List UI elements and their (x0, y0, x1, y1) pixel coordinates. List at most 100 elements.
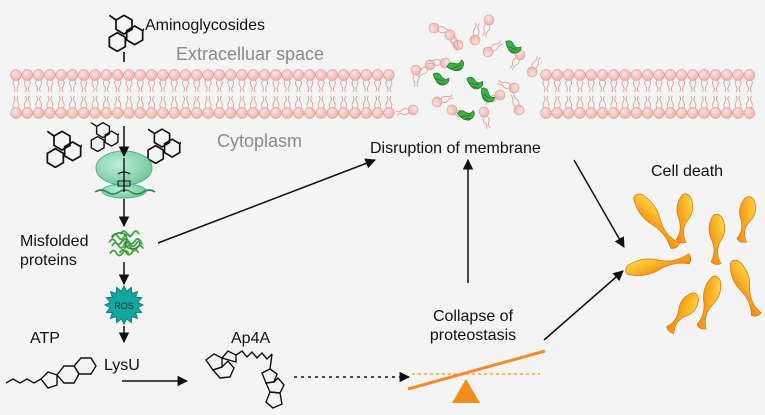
lipid (360, 69, 372, 93)
loose-lipid (482, 14, 495, 38)
lipid (179, 69, 192, 93)
lipid (687, 69, 699, 93)
lipid (281, 69, 293, 93)
loose-lipid (469, 22, 481, 46)
loose-lipid (416, 59, 436, 79)
disrupted-membrane-region (395, 14, 541, 130)
lipid (21, 95, 33, 119)
lipid (292, 95, 305, 119)
lipid (540, 69, 552, 93)
lipid (326, 95, 339, 119)
misfolded-label-line1: Misfolded (20, 233, 89, 250)
lipid (360, 95, 372, 119)
lipid (562, 95, 575, 119)
lipid (236, 95, 248, 119)
lipid (338, 95, 350, 119)
lipid (270, 69, 282, 93)
lipid (608, 95, 620, 119)
lipid (66, 95, 79, 119)
lipid (619, 69, 631, 93)
lipid (225, 69, 237, 93)
lipid (281, 95, 293, 119)
lipid (732, 69, 744, 93)
lipid (236, 69, 248, 93)
lipid (10, 95, 22, 119)
membrane-protein (505, 40, 522, 54)
loose-lipid (497, 80, 520, 94)
lipid (732, 95, 744, 119)
ros-burst-icon (103, 284, 145, 326)
dead-cell-icon (696, 275, 722, 330)
lipid (258, 69, 271, 93)
lipid (383, 95, 395, 119)
lipid (55, 69, 67, 93)
lipid (89, 95, 101, 119)
lipid (179, 95, 192, 119)
dead-cell-icon (633, 193, 681, 249)
membrane-protein (456, 109, 475, 121)
lipid (596, 69, 609, 93)
loose-lipid (510, 93, 525, 116)
dead-cell-icon (675, 193, 694, 244)
lipid (225, 95, 237, 119)
lipid (78, 69, 90, 93)
membrane-protein (466, 76, 484, 90)
ros-label: ROS (114, 301, 134, 311)
membrane-protein (481, 87, 496, 103)
dead-cells-cluster (625, 193, 762, 335)
lipid (664, 95, 676, 119)
lipid (653, 95, 665, 119)
ap4a-label: Ap4A (231, 330, 271, 347)
lipid (111, 69, 124, 93)
lipid (338, 69, 350, 93)
loose-lipid (482, 40, 504, 58)
lipid (371, 69, 384, 93)
loose-lipid (444, 29, 461, 51)
cell-membrane (10, 69, 756, 119)
aminoglycoside-molecule-left (46, 130, 82, 168)
membrane-protein (432, 72, 450, 86)
lipid (641, 95, 654, 119)
lipid (721, 95, 733, 119)
aminoglycosides-label: Aminoglycosides (145, 17, 266, 34)
lipid (247, 95, 260, 119)
lipid (562, 69, 575, 93)
misfolded-protein-icon (108, 230, 144, 257)
dead-cell-icon (666, 292, 699, 335)
lipid (698, 69, 710, 93)
lipid (145, 69, 158, 93)
lipid (585, 69, 597, 93)
loose-lipid (428, 22, 452, 34)
disruption-of-membrane-label: Disruption of membrane (370, 140, 541, 157)
lipid (44, 69, 56, 93)
lipid (292, 69, 305, 93)
dead-cell-icon (729, 259, 762, 317)
lipid (32, 69, 45, 93)
ap4a-structure (205, 350, 285, 409)
lipid (202, 95, 214, 119)
cell-death-label: Cell death (651, 163, 724, 180)
proteostasis-balance-icon (407, 349, 546, 403)
dead-cell-icon (708, 213, 726, 265)
lipid (698, 95, 710, 119)
lipid (608, 69, 620, 93)
ribosome-icon (94, 150, 156, 199)
lysu-label: LysU (104, 357, 140, 374)
aminoglycoside-molecule-top (108, 14, 144, 62)
lipid (134, 69, 147, 93)
dead-cell-icon (736, 196, 756, 243)
lipid (585, 95, 597, 119)
lipid (721, 69, 733, 93)
lipid (574, 95, 586, 119)
misfolded-label-line2: proteins (20, 252, 77, 269)
lipid (55, 95, 67, 119)
lipid (78, 95, 90, 119)
atp-label: ATP (30, 330, 60, 347)
lipid (247, 69, 260, 93)
lipid (675, 95, 688, 119)
lipid (100, 95, 113, 119)
lipid (687, 95, 699, 119)
lipid (168, 95, 180, 119)
lipid (100, 69, 113, 93)
